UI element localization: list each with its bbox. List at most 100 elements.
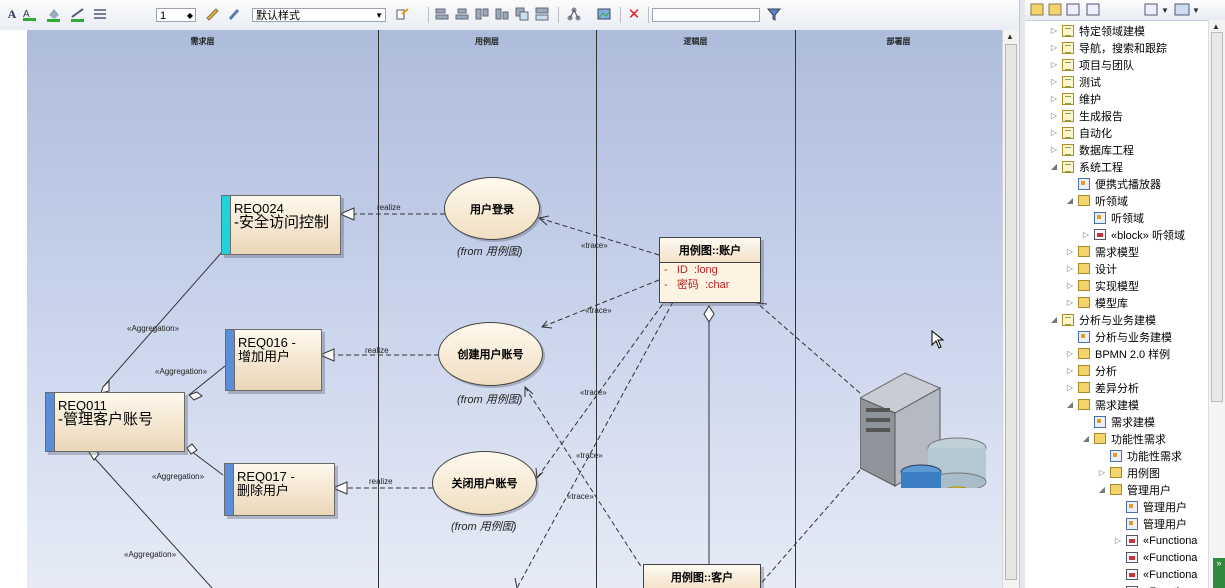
expand-icon[interactable]: ▷ <box>1050 77 1058 86</box>
filter-icon[interactable] <box>766 6 782 22</box>
tree-item[interactable]: ▷导航，搜索和跟踪 <box>1049 39 1167 56</box>
search-input[interactable] <box>652 8 760 22</box>
scroll-up-icon[interactable]: ▲ <box>1212 22 1220 31</box>
same-size-icon[interactable] <box>514 6 530 22</box>
style-apply-icon[interactable] <box>394 6 410 22</box>
expand-icon[interactable]: ▷ <box>1066 383 1074 392</box>
tree-item[interactable]: ▷生成报告 <box>1049 107 1123 124</box>
expand-icon[interactable]: ▷ <box>1050 26 1058 35</box>
collapse-icon[interactable]: ◢ <box>1066 400 1074 409</box>
expand-icon[interactable]: ▷ <box>1066 264 1074 273</box>
expand-icon[interactable]: ▷ <box>1050 111 1058 120</box>
font-color-icon[interactable]: A <box>22 6 38 22</box>
scroll-up-icon[interactable]: ▲ <box>1006 32 1014 41</box>
requirement-req016[interactable]: REQ016 -增加用户 <box>225 329 322 391</box>
scroll-thumb[interactable] <box>1005 44 1017 580</box>
expand-icon[interactable]: ▷ <box>1066 349 1074 358</box>
tree-item[interactable]: 需求建模 <box>1081 413 1155 430</box>
tree-item[interactable]: «Functiona <box>1113 549 1197 566</box>
font-size-combo[interactable]: 1◆ <box>156 8 196 22</box>
tree-item[interactable]: 管理用户 <box>1113 515 1187 532</box>
expand-icon[interactable]: ▷ <box>1098 468 1106 477</box>
close-icon[interactable]: ✕ <box>627 6 641 23</box>
requirement-req017[interactable]: REQ017 -删除用户 <box>224 463 335 516</box>
usecase-login[interactable]: 用户登录 <box>444 177 540 240</box>
requirement-req011[interactable]: REQ011-管理客户账号 <box>45 392 185 452</box>
format-painter-icon[interactable] <box>204 6 220 22</box>
expand-icon[interactable]: ▷ <box>1066 366 1074 375</box>
tree-item[interactable]: ▷自动化 <box>1049 124 1112 141</box>
class-customer[interactable]: 用例图::客户 <box>643 564 761 588</box>
tree-item[interactable]: «Functiona <box>1113 566 1197 583</box>
align-center-icon[interactable] <box>454 6 470 22</box>
tree-item[interactable]: ◢分析与业务建模 <box>1049 311 1156 328</box>
expand-icon[interactable]: ▷ <box>1114 536 1122 545</box>
expand-icon[interactable]: ▷ <box>1066 281 1074 290</box>
tree-item[interactable]: «Functiona <box>1113 583 1197 588</box>
tree-item[interactable]: ▷分析 <box>1065 362 1117 379</box>
tree-item[interactable]: ◢听领域 <box>1065 192 1128 209</box>
browser-toolbar-icons[interactable]: ▼ ▼ <box>1025 0 1225 20</box>
tree-scrollbar[interactable]: ▲ <box>1208 20 1225 588</box>
expand-icon[interactable]: ▷ <box>1066 247 1074 256</box>
tree-item[interactable]: ▷«Functiona <box>1113 532 1198 549</box>
expand-icon[interactable]: ▷ <box>1050 145 1058 154</box>
tree-item[interactable]: ◢系统工程 <box>1049 158 1123 175</box>
collapse-icon[interactable]: ◢ <box>1050 162 1058 171</box>
tree-item[interactable]: ▷设计 <box>1065 260 1117 277</box>
tree-item[interactable]: ▷数据库工程 <box>1049 141 1134 158</box>
expand-icon[interactable]: ▷ <box>1050 43 1058 52</box>
server-database-icon[interactable] <box>860 368 990 488</box>
expand-icon[interactable]: ▷ <box>1050 128 1058 137</box>
tree-item[interactable]: ▷差异分析 <box>1065 379 1139 396</box>
expand-icon[interactable]: ▷ <box>1066 298 1074 307</box>
tree-item[interactable]: ▷用例图 <box>1097 464 1160 481</box>
expand-icon[interactable]: ▷ <box>1082 230 1090 239</box>
font-icon[interactable]: A <box>7 6 17 21</box>
tree-item[interactable]: 分析与业务建模 <box>1065 328 1172 345</box>
collapse-icon[interactable]: ◢ <box>1098 485 1106 494</box>
tree-item[interactable]: ▷项目与团队 <box>1049 56 1134 73</box>
tree-item[interactable]: 便携式播放器 <box>1065 175 1161 192</box>
collapse-icon[interactable]: ◢ <box>1050 315 1058 324</box>
align-top-icon[interactable] <box>474 6 490 22</box>
tree-item[interactable]: 管理用户 <box>1113 498 1187 515</box>
style-combo[interactable]: 默认样式▼ <box>252 8 386 22</box>
pane-splitter[interactable] <box>1019 0 1026 588</box>
image-icon[interactable] <box>596 6 612 22</box>
scroll-thumb[interactable] <box>1211 32 1223 402</box>
brush-icon[interactable] <box>226 6 242 22</box>
align-left-icon[interactable] <box>434 6 450 22</box>
requirement-req024[interactable]: REQ024-安全访问控制 <box>221 195 341 255</box>
tree-item[interactable]: ◢管理用户 <box>1097 481 1171 498</box>
usecase-create-account[interactable]: 创建用户账号 <box>438 322 543 386</box>
tree-item[interactable]: 功能性需求 <box>1097 447 1182 464</box>
class-account[interactable]: 用例图::账户 - ID :long - 密码 :char <box>659 237 761 303</box>
tree-item[interactable]: ▷模型库 <box>1065 294 1128 311</box>
layout-icon[interactable] <box>566 6 582 22</box>
canvas-scrollbar[interactable]: ▲ <box>1002 30 1020 588</box>
collapse-icon[interactable]: ◢ <box>1082 434 1090 443</box>
line-color-icon[interactable] <box>70 6 86 22</box>
tree-item[interactable]: ▷«block» 听领域 <box>1081 226 1185 243</box>
tree-item[interactable]: ▷需求模型 <box>1065 243 1139 260</box>
same-width-icon[interactable] <box>534 6 550 22</box>
line-width-icon[interactable] <box>92 6 108 22</box>
tree-item[interactable]: ▷实现模型 <box>1065 277 1139 294</box>
usecase-close-account[interactable]: 关闭用户账号 <box>432 451 537 515</box>
tree-item[interactable]: ▷BPMN 2.0 样例 <box>1065 345 1170 362</box>
tree-item[interactable]: ▷维护 <box>1049 90 1101 107</box>
tree-item[interactable]: ▷特定领域建模 <box>1049 22 1145 39</box>
tree-item[interactable]: ◢需求建模 <box>1065 396 1139 413</box>
fill-color-icon[interactable] <box>46 6 62 22</box>
diagram-canvas[interactable]: 需求层 用例层 逻辑层 部署层 <box>27 30 1002 588</box>
tree-item[interactable]: ◢功能性需求 <box>1081 430 1166 447</box>
tree-item[interactable]: ▷测试 <box>1049 73 1101 90</box>
tree-item[interactable]: 听领域 <box>1081 209 1144 226</box>
expand-icon[interactable]: ▷ <box>1050 60 1058 69</box>
expand-icon[interactable]: ▷ <box>1050 94 1058 103</box>
align-bottom-icon[interactable] <box>494 6 510 22</box>
trace-label: «trace» <box>576 451 603 460</box>
collapse-icon[interactable]: ◢ <box>1066 196 1074 205</box>
side-tab[interactable]: » <box>1213 558 1225 588</box>
